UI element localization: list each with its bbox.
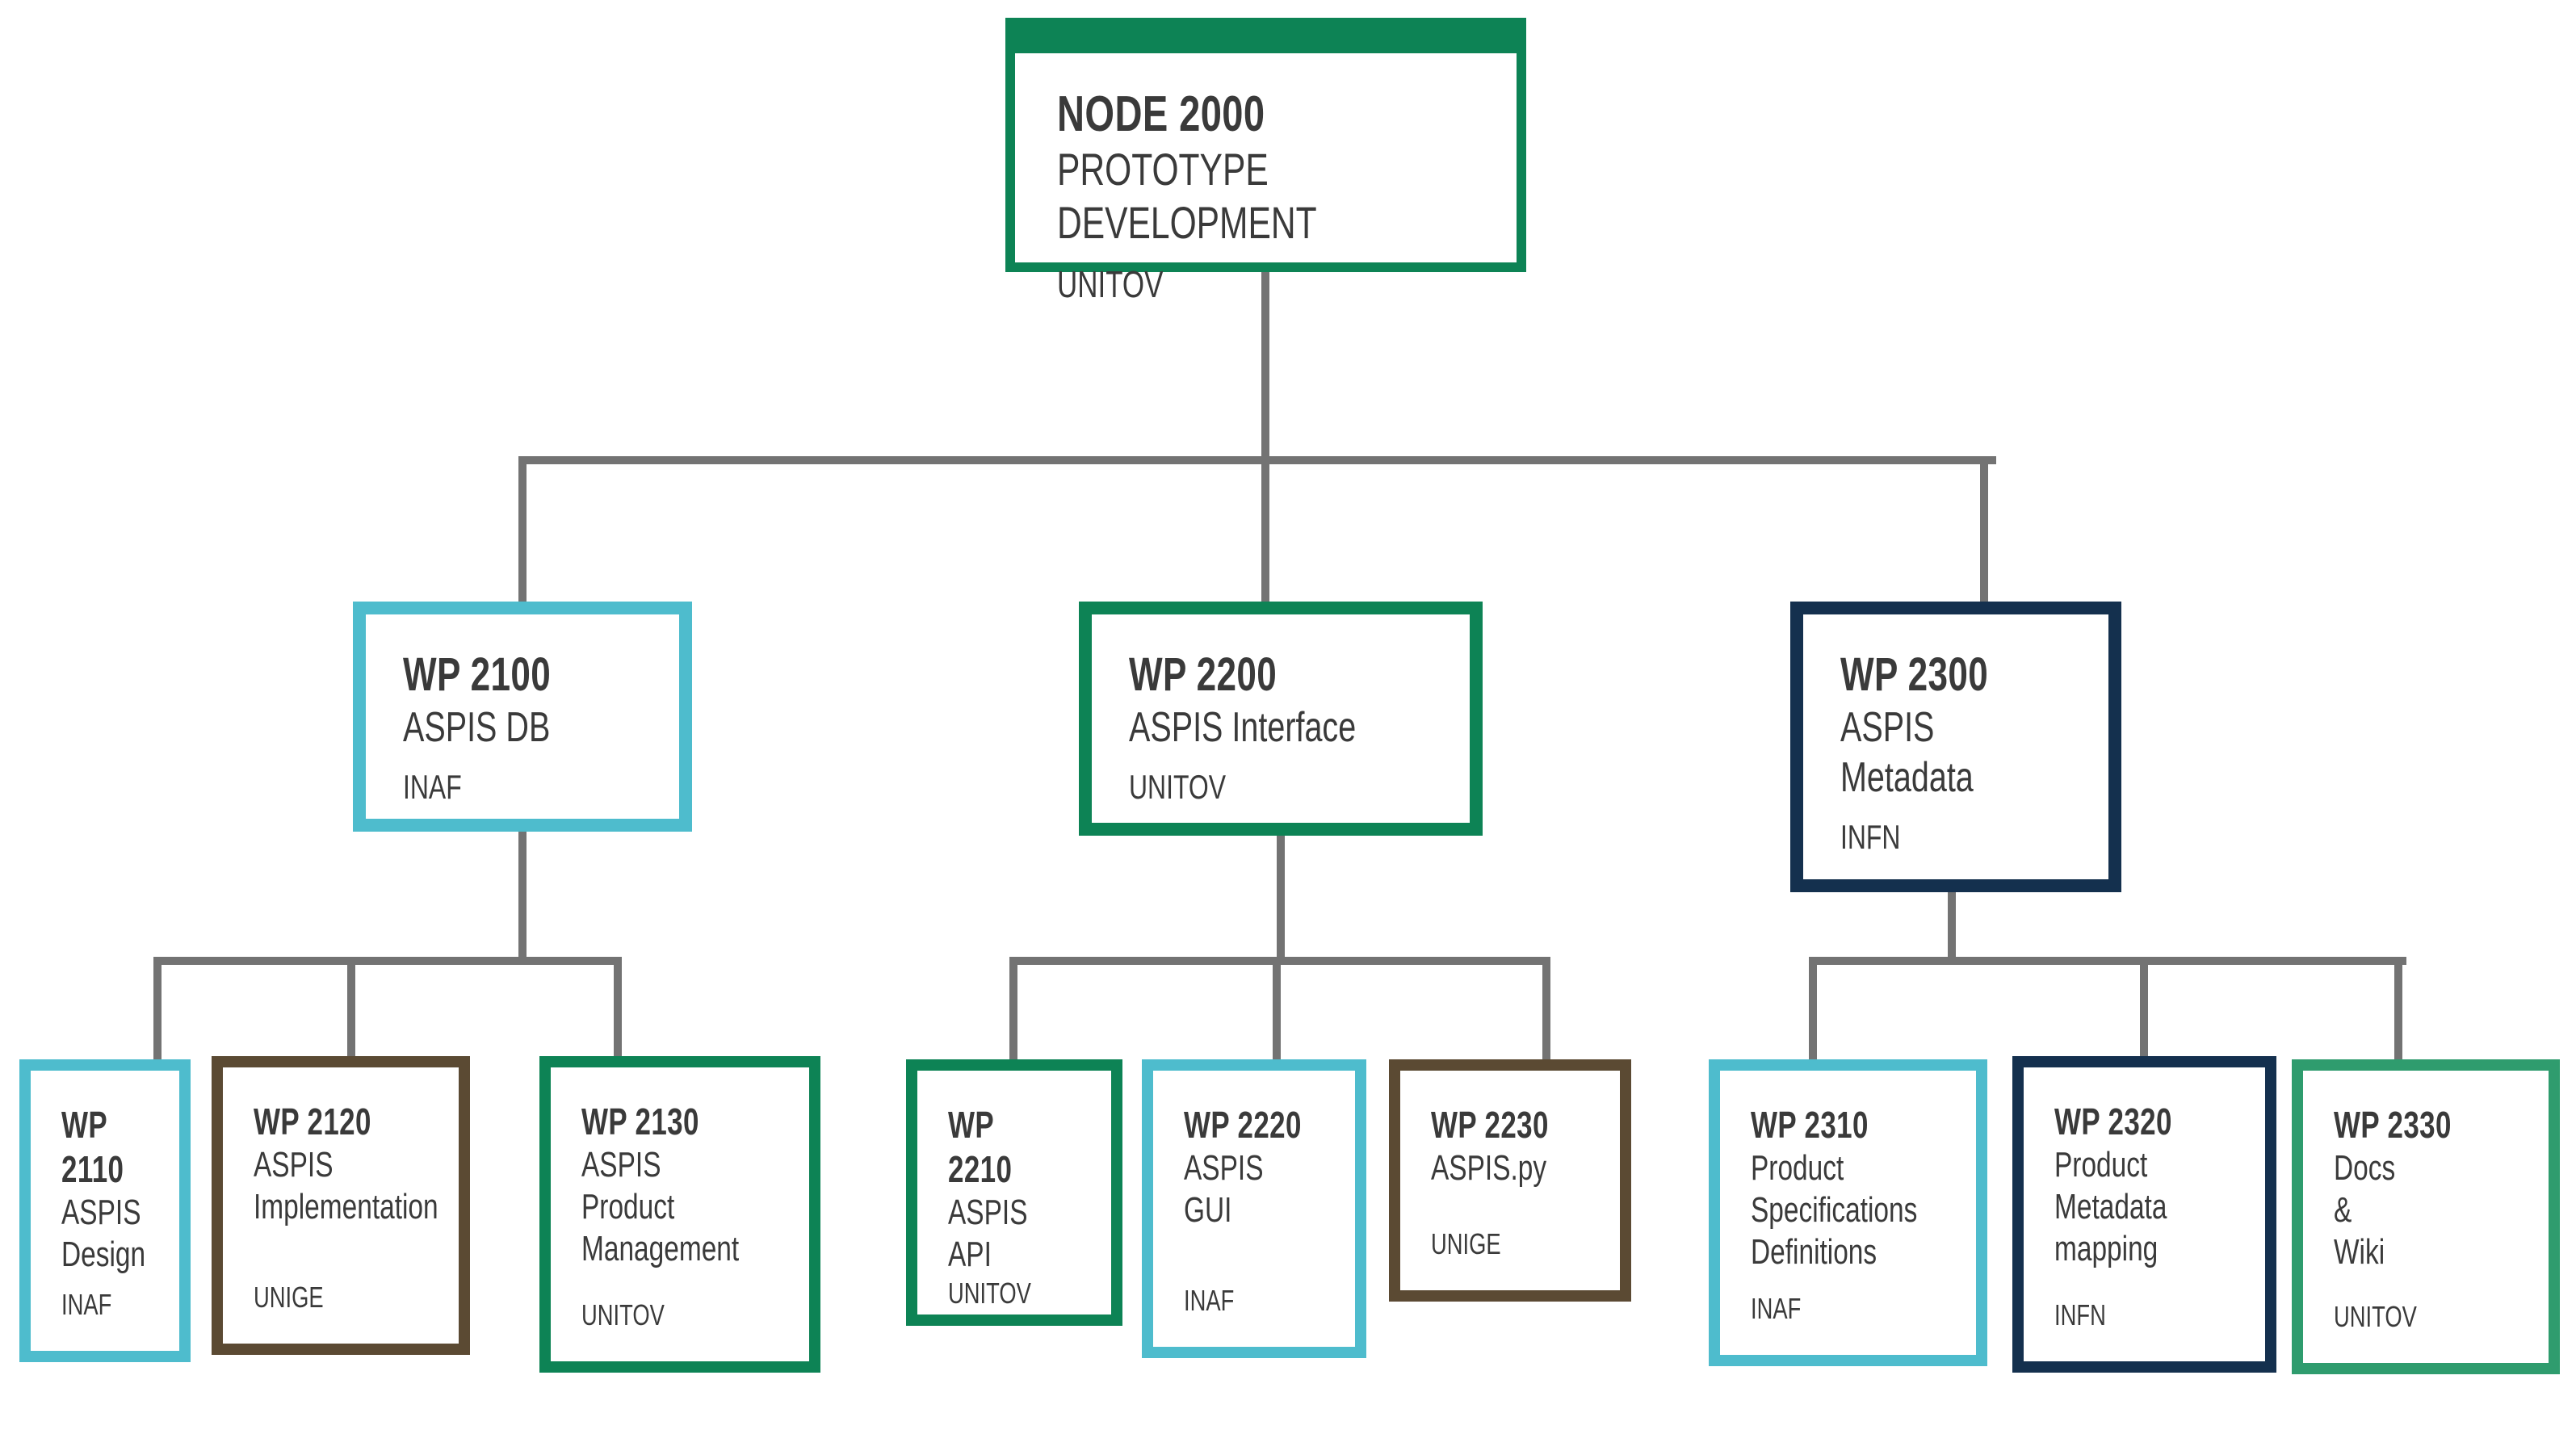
node-text: WP 2310 Product Specifications Definitio… — [1751, 1103, 1960, 1273]
connector-segment — [1261, 268, 1269, 464]
node-text: WP 2330 Docs & Wiki — [2334, 1103, 2532, 1273]
node-org: UNITOV — [581, 1298, 665, 1331]
org-node-node-2000: NODE 2000 PROTOTYPE DEVELOPMENT UNITOV — [1005, 18, 1526, 305]
node-org: INAF — [403, 768, 462, 807]
connector-segment — [1809, 957, 1817, 1070]
org-node-wp-2330: WP 2330 Docs & Wiki UNITOV — [2292, 1059, 2560, 1374]
node-text: WP 2110 ASPIS Design — [61, 1103, 163, 1276]
node-label: Product Metadata mapping — [2054, 1145, 2167, 1268]
node-code: WP 2300 — [1840, 648, 1989, 701]
node-text: WP 2130 ASPIS Product Management — [581, 1100, 793, 1270]
node-label: ASPIS GUI — [1184, 1148, 1264, 1231]
node-label: ASPIS Implementation — [254, 1145, 438, 1227]
node-label: ASPIS Product Management — [581, 1145, 740, 1268]
node-code: WP 2310 — [1751, 1104, 1869, 1146]
node-org: UNIGE — [254, 1280, 324, 1314]
org-node-wp-2200: WP 2200 ASPIS Interface UNITOV — [1079, 602, 1483, 836]
connector-segment — [518, 456, 1996, 464]
node-label: Docs & Wiki — [2334, 1148, 2396, 1272]
connector-segment — [518, 456, 527, 614]
connector-segment — [614, 957, 622, 1070]
node-code: WP 2120 — [254, 1101, 371, 1143]
node-label: ASPIS API — [948, 1193, 1028, 1275]
node-text: WP 2320 Product Metadata mapping — [2054, 1100, 2249, 1270]
node-org: UNITOV — [948, 1277, 1031, 1310]
connector-segment — [1009, 957, 1017, 1070]
node-text: WP 2120 ASPIS Implementation — [254, 1100, 443, 1228]
node-label: ASPIS.py — [1431, 1148, 1547, 1189]
node-code: WP 2100 — [403, 648, 552, 701]
node-code: WP 2110 — [61, 1104, 124, 1191]
connector-segment — [1542, 957, 1550, 1070]
connector-segment — [1948, 888, 1956, 961]
node-org: INAF — [1184, 1283, 1235, 1317]
node-org: INFN — [1840, 818, 1901, 857]
node-org: UNITOV — [2334, 1299, 2417, 1333]
node-label: ASPIS Interface — [1129, 703, 1357, 751]
connector-segment — [1980, 456, 1988, 614]
node-label: ASPIS Design — [61, 1193, 146, 1275]
connector-segment — [347, 957, 355, 1070]
node-org: UNITOV — [1129, 768, 1227, 807]
node-code: WP 2130 — [581, 1101, 699, 1143]
org-node-wp-2210: WP 2210 ASPIS API UNITOV — [906, 1059, 1122, 1326]
node-code: WP 2320 — [2054, 1101, 2172, 1143]
org-node-wp-2220: WP 2220 ASPIS GUI INAF — [1142, 1059, 1366, 1358]
connector-segment — [2140, 957, 2148, 1070]
node-label: Product Specifications Definitions — [1751, 1148, 1918, 1272]
node-code: NODE 2000 — [1057, 86, 1265, 142]
org-node-wp-2120: WP 2120 ASPIS Implementation UNIGE — [212, 1056, 470, 1355]
node-org: INAF — [61, 1287, 112, 1321]
org-node-wp-2100: WP 2100 ASPIS DB INAF — [353, 602, 692, 832]
connector-segment — [1261, 456, 1269, 614]
node-org: UNIGE — [1431, 1226, 1501, 1260]
node-code: WP 2210 — [948, 1104, 1013, 1191]
node-code: WP 2330 — [2334, 1104, 2452, 1146]
node-code: WP 2200 — [1129, 648, 1278, 701]
node-text: WP 2210 ASPIS API — [948, 1103, 1095, 1276]
org-node-wp-2130: WP 2130 ASPIS Product Management UNITOV — [539, 1056, 820, 1373]
node-text: WP 2230 ASPIS.py — [1431, 1103, 1604, 1189]
node-code: WP 2220 — [1184, 1104, 1302, 1146]
node-org: INAF — [1751, 1291, 1802, 1325]
org-node-wp-2230: WP 2230 ASPIS.py UNIGE — [1389, 1059, 1631, 1302]
node-label: PROTOTYPE DEVELOPMENT — [1057, 144, 1317, 249]
node-text: WP 2220 ASPIS GUI — [1184, 1103, 1339, 1231]
connector-segment — [153, 957, 162, 1070]
connector-segment — [1809, 957, 2406, 965]
org-node-wp-2300: WP 2300 ASPIS Metadata INFN — [1790, 602, 2121, 892]
connector-segment — [1273, 957, 1281, 1070]
node-label: ASPIS Metadata — [1840, 703, 1974, 802]
node-code: WP 2230 — [1431, 1104, 1549, 1146]
node-org: INFN — [2054, 1298, 2106, 1331]
connector-segment — [518, 830, 527, 961]
connector-segment — [153, 957, 622, 965]
connector-segment — [1277, 836, 1285, 961]
org-node-wp-2310: WP 2310 Product Specifications Definitio… — [1709, 1059, 1987, 1366]
org-node-wp-2110: WP 2110 ASPIS Design INAF — [19, 1059, 191, 1362]
node-label: ASPIS DB — [403, 703, 551, 751]
node-org: UNITOV — [1057, 263, 1164, 306]
org-node-wp-2320: WP 2320 Product Metadata mapping INFN — [2012, 1056, 2276, 1373]
connector-segment — [2394, 957, 2402, 1070]
